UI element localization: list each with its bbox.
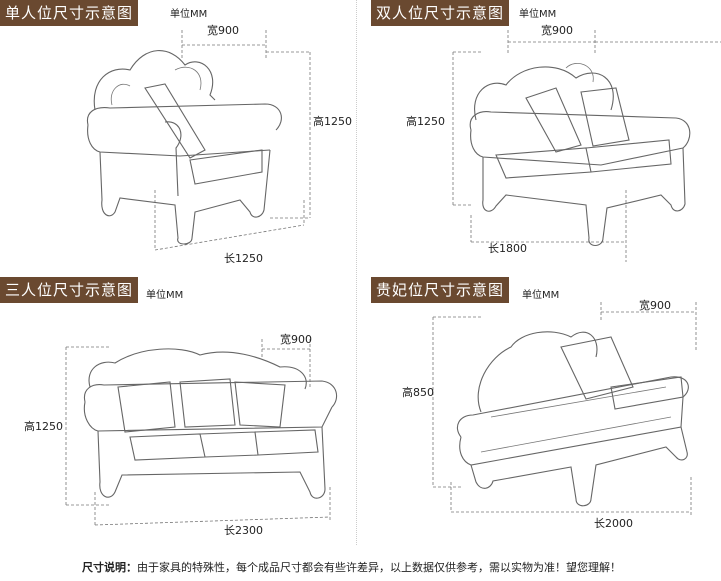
panel-title: 三人位尺寸示意图 [0,277,139,303]
panel-double-seat: 双人位尺寸示意图 单位MM 宽900 高1250 长1800 [371,0,721,262]
panel-title: 双人位尺寸示意图 [371,0,510,26]
chaise-sofa-drawing [432,302,697,517]
triple-sofa-drawing [65,339,338,526]
width-dimension: 宽900 [541,24,573,37]
length-dimension: 长1250 [224,252,263,265]
unit-label: 单位MM [146,290,184,301]
unit-label: 单位MM [522,290,560,301]
panel-separator [356,0,357,545]
double-sofa-drawing [452,30,721,262]
length-dimension: 长2000 [594,517,633,530]
height-dimension: 高1250 [24,420,63,433]
panel-chaise: 贵妃位尺寸示意图 单位MM 宽900 高850 长2000 [371,277,721,539]
width-dimension: 宽900 [280,333,312,346]
unit-label: 单位MM [170,9,208,20]
note-text: 由于家具的特殊性，每个成品尺寸都会有些许差异，以上数据仅供参考，需以实物为准！望… [137,561,621,574]
panel-title: 贵妃位尺寸示意图 [371,277,510,303]
size-note: 尺寸说明：由于家具的特殊性，每个成品尺寸都会有些许差异，以上数据仅供参考，需以实… [0,558,721,578]
height-dimension: 高1250 [406,115,445,128]
width-dimension: 宽900 [207,24,239,37]
panel-title: 单人位尺寸示意图 [0,0,139,26]
unit-label: 单位MM [519,9,557,20]
width-dimension: 宽900 [639,299,671,312]
panel-single-seat: 单人位尺寸示意图 单位MM 宽900 高1250 长1250 [0,0,352,265]
note-label: 尺寸说明： [82,561,137,574]
panel-triple-seat: 三人位尺寸示意图 单位MM 宽900 高1250 长2300 [0,277,350,539]
length-dimension: 长1800 [488,242,527,255]
height-dimension: 高1250 [313,115,352,128]
length-dimension: 长2300 [224,524,263,537]
height-dimension: 高850 [402,386,434,399]
single-sofa-drawing [86,30,311,251]
